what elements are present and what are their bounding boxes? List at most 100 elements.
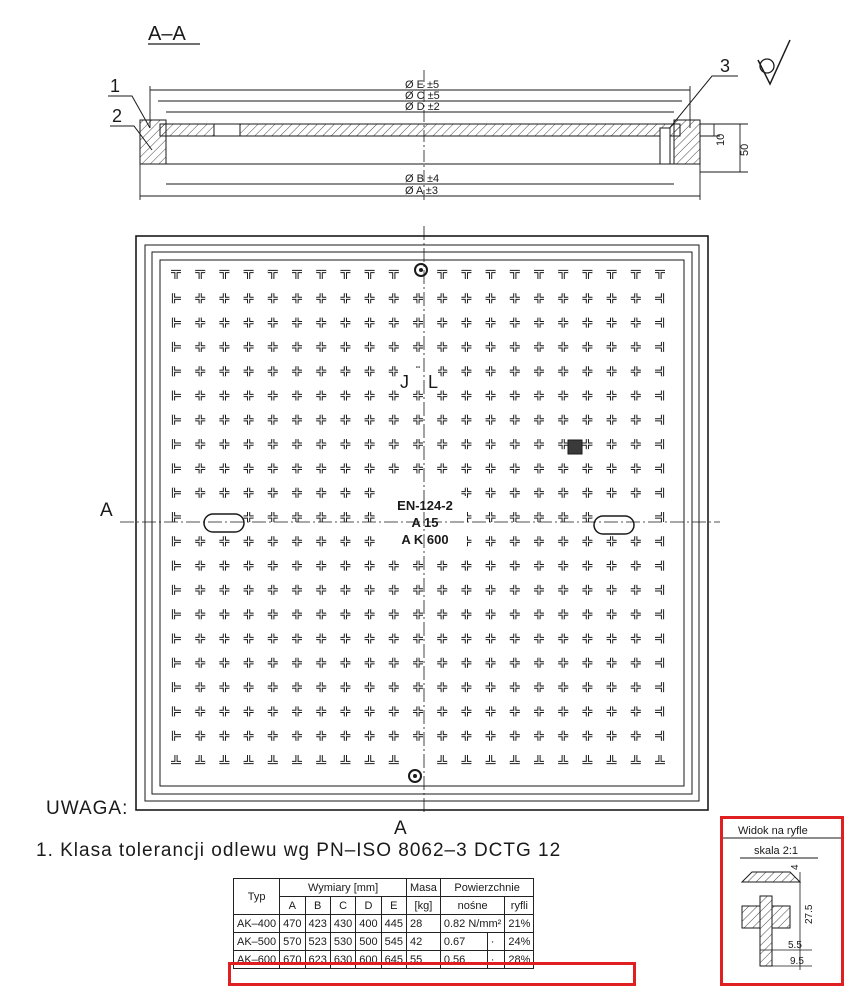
tread-rib-inner xyxy=(534,755,544,764)
cell-e: 545 xyxy=(380,932,407,951)
tread-rib-inner xyxy=(292,730,302,741)
tread-rib-inner xyxy=(630,341,641,352)
tread-rib-inner xyxy=(388,341,399,352)
tread-rib-inner xyxy=(243,390,254,401)
tread-rib-inner xyxy=(630,390,641,401)
tread-rib-inner xyxy=(582,317,593,328)
tread-rib-inner xyxy=(461,487,472,498)
tread-rib-inner xyxy=(485,584,496,595)
tread-rib-inner xyxy=(558,560,569,571)
tread-rib-inner xyxy=(267,609,278,620)
tread-rib-inner xyxy=(195,706,206,717)
table-row: AK–400 470 423 430 400 445 28 0.82 N/mm²… xyxy=(232,914,535,933)
tread-rib-inner xyxy=(485,341,496,352)
tread-rib-inner xyxy=(195,560,206,571)
tread-rib-inner xyxy=(582,706,593,717)
tread-rib-inner xyxy=(195,463,206,474)
letters-panel xyxy=(398,368,438,390)
lifting-hole-top-centre xyxy=(419,268,423,272)
tread-rib-inner xyxy=(267,584,278,595)
tread-rib-inner xyxy=(461,270,472,279)
tread-rib-inner xyxy=(606,657,617,668)
tread-rib-inner xyxy=(630,414,641,425)
callout-2: 2 xyxy=(112,106,122,126)
tread-rib-inner xyxy=(558,730,569,741)
tread-rib-inner xyxy=(582,463,593,474)
tread-rib-inner xyxy=(655,706,664,717)
tread-rib-inner xyxy=(509,609,520,620)
tread-rib-inner xyxy=(534,487,544,498)
tread-rib-inner xyxy=(461,439,472,450)
tread-rib-inner xyxy=(172,706,181,717)
tread-rib-inner xyxy=(172,536,181,547)
tread-rib-inner xyxy=(340,341,351,352)
tread-rib-inner xyxy=(606,536,617,547)
tread-rib-inner xyxy=(582,633,593,644)
tread-rib-inner xyxy=(243,439,254,450)
tread-rib-inner xyxy=(388,633,399,644)
tread-rib-inner xyxy=(316,560,327,571)
tread-rib-inner xyxy=(267,293,278,304)
tread-rib-inner xyxy=(413,341,423,352)
tread-rib-inner xyxy=(534,584,544,595)
tread-rib-inner xyxy=(413,390,423,401)
tread-rib-inner xyxy=(509,414,520,425)
tread-rib-inner xyxy=(582,270,593,279)
tread-rib-inner xyxy=(437,293,448,304)
lock-square xyxy=(567,439,583,455)
tread-rib-inner xyxy=(243,657,254,668)
tread-rib-inner xyxy=(340,755,351,764)
tread-rib-inner xyxy=(485,512,496,522)
cell-c: 430 xyxy=(329,914,357,933)
tread-rib-inner xyxy=(485,414,496,425)
tread-rib-inner xyxy=(630,487,641,498)
tread-rib-inner xyxy=(534,730,544,741)
tread-rib-inner xyxy=(582,366,593,377)
tread-rib-inner xyxy=(292,706,302,717)
tread-rib-inner xyxy=(655,536,664,547)
tread-rib-inner xyxy=(655,682,664,693)
tread-rib-inner xyxy=(534,317,544,328)
tread-rib-inner xyxy=(243,293,254,304)
tread-rib-inner xyxy=(292,390,302,401)
tread-rib-inner xyxy=(388,730,399,741)
tread-rib-inner xyxy=(340,536,351,547)
tread-rib-inner xyxy=(509,755,520,764)
tread-rib-inner xyxy=(437,730,448,741)
tread-rib-inner xyxy=(292,633,302,644)
tread-rib-inner xyxy=(172,366,181,377)
tread-rib-inner xyxy=(267,682,278,693)
tread-rib-inner xyxy=(340,512,351,522)
tread-rib-inner xyxy=(558,682,569,693)
tread-rib-inner xyxy=(534,633,544,644)
tread-rib-inner xyxy=(582,560,593,571)
tread-rib-inner xyxy=(655,463,664,474)
bottom-dimension-lines xyxy=(139,164,701,200)
cell-dot: · xyxy=(486,932,506,951)
tread-rib-inner xyxy=(388,414,399,425)
tread-rib-inner xyxy=(606,584,617,595)
tread-rib-inner xyxy=(267,390,278,401)
tread-rib-inner xyxy=(364,463,375,474)
table-row: AK–500 570 523 530 500 545 42 0.67 · 24% xyxy=(232,932,535,951)
tread-rib-inner xyxy=(582,584,593,595)
tread-rib-inner xyxy=(461,755,472,764)
tread-rib-inner xyxy=(340,706,351,717)
tread-rib-inner xyxy=(461,293,472,304)
tread-rib-inner xyxy=(606,560,617,571)
dim-10: 10 xyxy=(715,134,727,146)
tread-rib-inner xyxy=(582,730,593,741)
tread-rib-inner xyxy=(243,633,254,644)
tread-rib-inner xyxy=(630,584,641,595)
tread-rib-inner xyxy=(630,706,641,717)
tread-rib-inner xyxy=(388,560,399,571)
tread-rib-inner xyxy=(388,609,399,620)
tread-rib-inner xyxy=(655,270,665,279)
tread-rib-inner xyxy=(364,584,375,595)
detail-dim-27-5: 27.5 xyxy=(804,904,815,924)
tread-rib-inner xyxy=(534,682,544,693)
tread-rib-inner xyxy=(558,390,569,401)
tread-rib-inner xyxy=(485,487,496,498)
tread-rib-inner xyxy=(630,293,641,304)
cell-b: 423 xyxy=(304,914,331,933)
